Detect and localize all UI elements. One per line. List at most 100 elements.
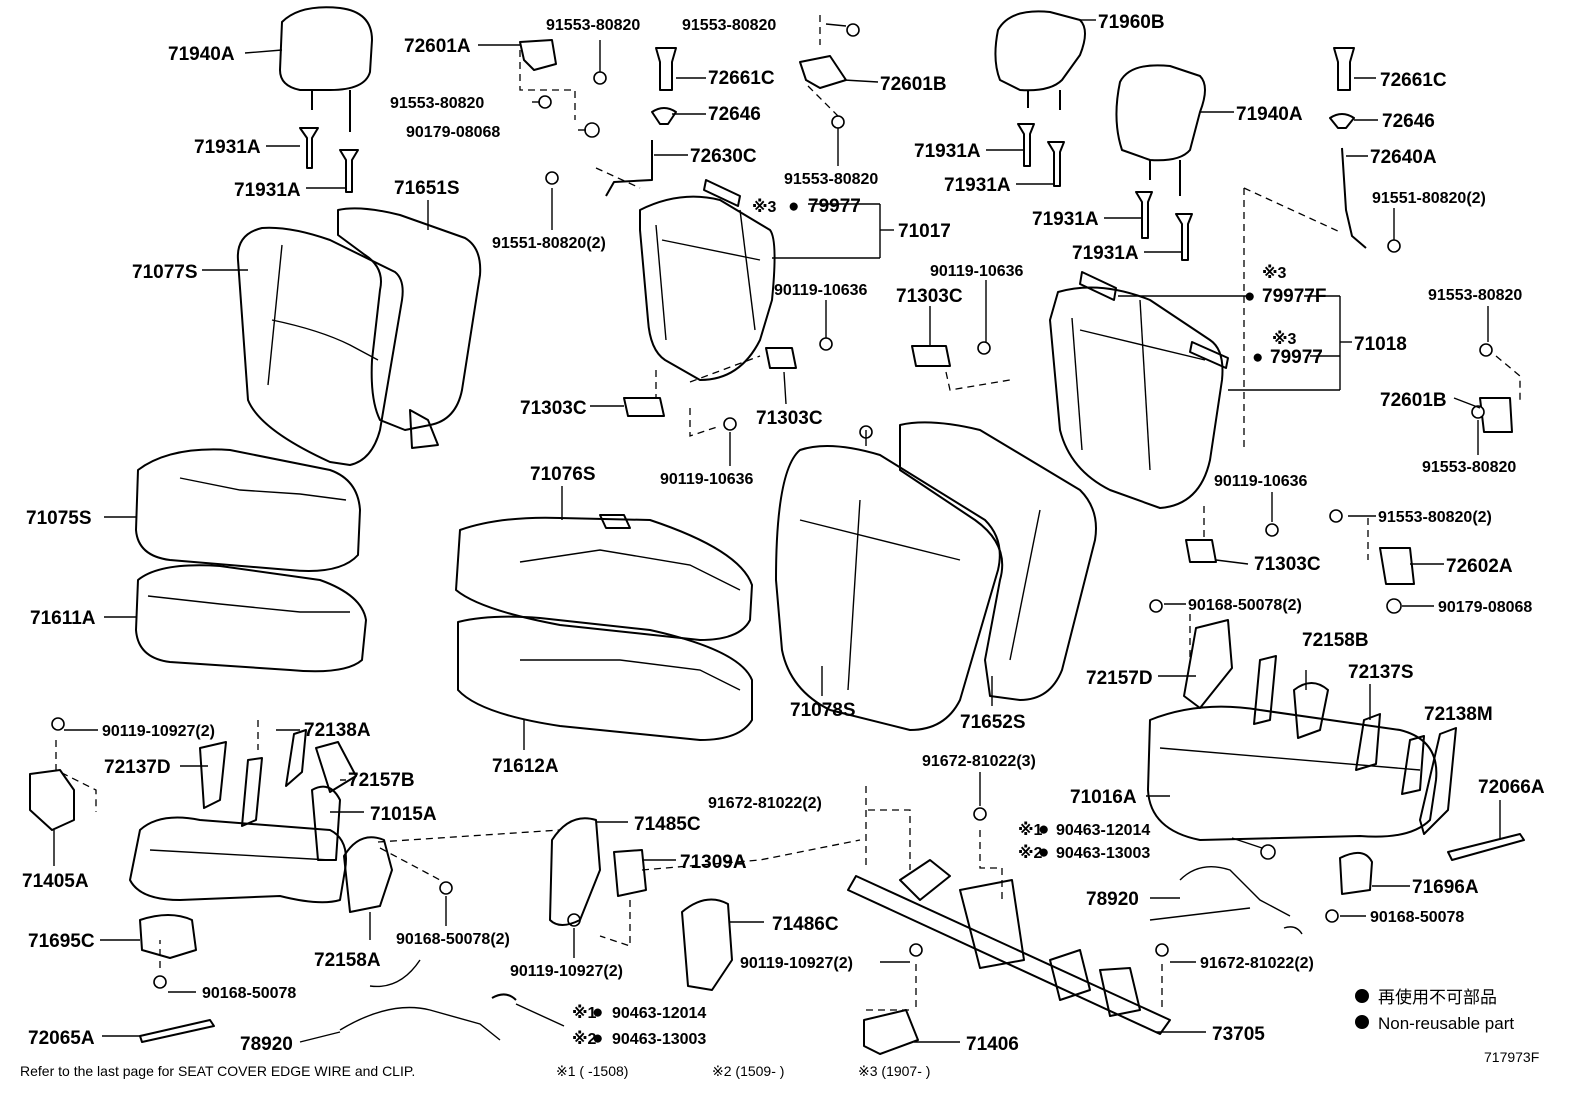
label-91553-80820-f: 91553-80820 — [1422, 459, 1516, 476]
headrest-71940A-left — [279, 6, 373, 132]
label-91672-81022-b: 91672-81022(3) — [922, 753, 1036, 770]
label-90168-50078-d: 90168-50078 — [1370, 909, 1464, 926]
legend-dot-icon-2 — [1355, 1015, 1369, 1029]
leader-lines — [53, 19, 1501, 1043]
label-71303C-b: 71303C — [756, 408, 823, 429]
label-71940A-left: 71940A — [168, 44, 235, 65]
label-71303C-d: 71303C — [1254, 554, 1321, 575]
label-71017: 71017 — [898, 221, 951, 242]
label-71931A-6: 71931A — [1072, 243, 1139, 264]
nonreusable-dot-90463-13003-b: ● — [592, 1028, 603, 1049]
figure-id: 717973F — [1484, 1049, 1539, 1065]
label-71652S: 71652S — [960, 712, 1026, 733]
label-90119-10927-a: 90119-10927(2) — [102, 723, 215, 740]
nonreusable-dot-90463-12014-a: ● — [1038, 819, 1049, 840]
label-plates — [703, 179, 1229, 369]
label-90168-50078-b: 90168-50078(2) — [396, 931, 510, 948]
headrest-71940A-right — [1115, 64, 1206, 196]
label-90179-08068-a: 90179-08068 — [406, 124, 500, 141]
seatback-71651S — [337, 207, 482, 449]
label-79977F: 79977F — [1262, 286, 1326, 307]
label-91553-80820-g: 91553-80820(2) — [1378, 509, 1492, 526]
label-71486C: 71486C — [772, 914, 839, 935]
label-79977-a: 79977 — [808, 196, 861, 217]
label-91553-80820-d: 91553-80820 — [784, 171, 878, 188]
seatback-71077S — [236, 226, 404, 466]
label-72138M: 72138M — [1424, 704, 1493, 725]
bracket-72602A — [1379, 547, 1415, 585]
label-90119-10636-c: 90119-10636 — [660, 471, 754, 488]
label-72066A: 72066A — [1478, 777, 1545, 798]
label-71695C: 71695C — [28, 931, 95, 952]
label-71696A: 71696A — [1412, 877, 1479, 898]
part-71696A — [1339, 851, 1373, 895]
label-71303C-c: 71303C — [896, 286, 963, 307]
label-91672-81022-c: 91672-81022(2) — [1200, 955, 1314, 972]
label-73705: 73705 — [1212, 1024, 1265, 1045]
label-72661C-left: 72661C — [708, 68, 775, 89]
nonreusable-dot-90463-12014-b: ● — [592, 1002, 603, 1023]
label-90119-10636-a: 90119-10636 — [774, 282, 868, 299]
label-71960B: 71960B — [1098, 12, 1165, 33]
label-72137S: 72137S — [1348, 662, 1414, 683]
label-72601A: 72601A — [404, 36, 471, 57]
label-90168-50078-a: 90168-50078(2) — [1188, 597, 1302, 614]
label-71485C: 71485C — [634, 814, 701, 835]
label-72646-left: 72646 — [708, 104, 761, 125]
label-71076S: 71076S — [530, 464, 596, 485]
label-90119-10636-b: 90119-10636 — [930, 263, 1024, 280]
label-71309A: 71309A — [680, 852, 747, 873]
ref-mark-3-b: ※3 — [1262, 264, 1287, 282]
knob-72661C-left — [605, 47, 677, 197]
cushion-71076S — [455, 514, 753, 641]
part-71406 — [863, 1009, 919, 1055]
part-72158A — [343, 836, 393, 913]
label-78920-right: 78920 — [1086, 889, 1139, 910]
footer-ref-3: ※3 (1907- ) — [858, 1063, 930, 1079]
ref-mark-3-a: ※3 — [752, 198, 777, 216]
label-71931A-4: 71931A — [944, 175, 1011, 196]
label-72601B-top: 72601B — [880, 74, 947, 95]
label-90119-10927-b: 90119-10927(2) — [510, 963, 623, 980]
guide-71931A-right — [1017, 123, 1193, 261]
legend-en: Non-reusable part — [1378, 1014, 1514, 1033]
label-71018: 71018 — [1354, 334, 1407, 355]
label-72157D: 72157D — [1086, 668, 1153, 689]
footer-note: Refer to the last page for SEAT COVER ED… — [20, 1063, 415, 1079]
label-71075S: 71075S — [26, 508, 92, 529]
footer-ref-1: ※1 ( -1508) — [556, 1063, 628, 1079]
ref-mark-3-c: ※3 — [1272, 330, 1297, 348]
recliner-71303C-2 — [765, 347, 797, 369]
label-72630C: 72630C — [690, 146, 757, 167]
recliner-71303C-1 — [623, 397, 665, 417]
part-71486C — [681, 898, 733, 991]
bracket-72601B-top — [799, 55, 847, 89]
label-91553-80820-b: 91553-80820 — [390, 95, 484, 112]
knob-72661C-right — [1329, 47, 1367, 249]
seatback-71078S — [775, 445, 1001, 731]
seatback-71652S — [899, 421, 1097, 701]
label-72065A: 72065A — [28, 1028, 95, 1049]
cable-78920-left — [339, 959, 517, 1041]
bolts — [51, 23, 1493, 989]
label-72646-right: 72646 — [1382, 111, 1435, 132]
part-72065A — [139, 1019, 215, 1043]
nonreusable-dot-79977-a: ● — [788, 196, 799, 217]
label-71016A: 71016A — [1070, 787, 1137, 808]
label-72640A: 72640A — [1370, 147, 1437, 168]
part-71485C — [549, 817, 601, 926]
recliner-71303C-3 — [911, 345, 951, 367]
legend-jp: 再使用不可部品 — [1378, 987, 1497, 1007]
label-72158B: 72158B — [1302, 630, 1369, 651]
label-71611A: 71611A — [30, 608, 96, 629]
label-91672-81022-a: 91672-81022(2) — [708, 795, 822, 812]
seat-frame-71018 — [1049, 286, 1224, 509]
part-number-labels: 71940A 72601A 91553-80820 91553-80820 90… — [22, 12, 1545, 1055]
label-71931A-1: 71931A — [194, 137, 261, 158]
label-90119-10927-c: 90119-10927(2) — [740, 955, 853, 972]
label-71077S: 71077S — [132, 262, 198, 283]
headrest-71960B — [994, 10, 1086, 110]
footer-ref-2: ※2 (1509- ) — [712, 1063, 784, 1079]
